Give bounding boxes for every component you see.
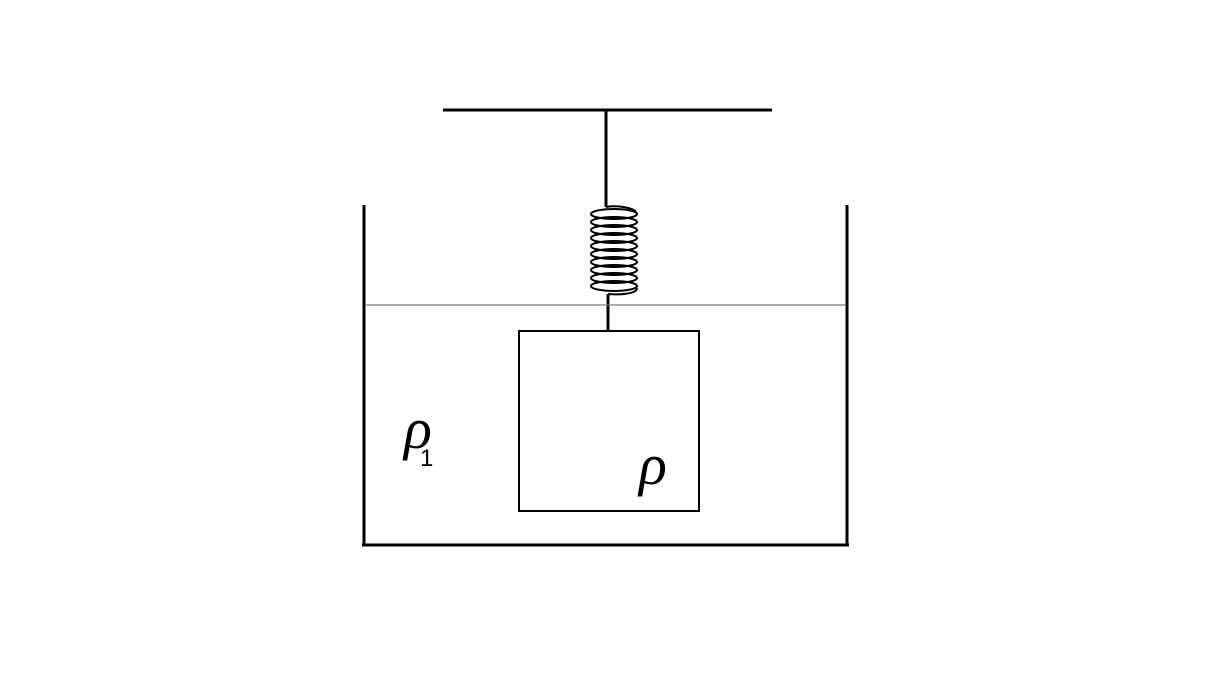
- liquid-density-subscript: 1: [420, 445, 433, 472]
- spring-coil: [590, 264, 638, 276]
- block-density-label: ρ: [637, 432, 667, 497]
- spring-coil: [590, 208, 638, 220]
- spring-coil: [590, 232, 638, 244]
- liquid-density-label: ρ: [402, 396, 432, 461]
- spring-coil: [590, 256, 638, 268]
- submerged-block: [518, 330, 700, 512]
- spring-coil: [590, 248, 638, 260]
- spring-coil-bottom-hook: [607, 287, 638, 296]
- spring-coil: [590, 240, 638, 252]
- spring-coil: [590, 224, 638, 236]
- spring-coil: [590, 272, 638, 284]
- spring-coil: [590, 280, 638, 292]
- spring: [590, 205, 638, 296]
- spring-coil: [590, 216, 638, 228]
